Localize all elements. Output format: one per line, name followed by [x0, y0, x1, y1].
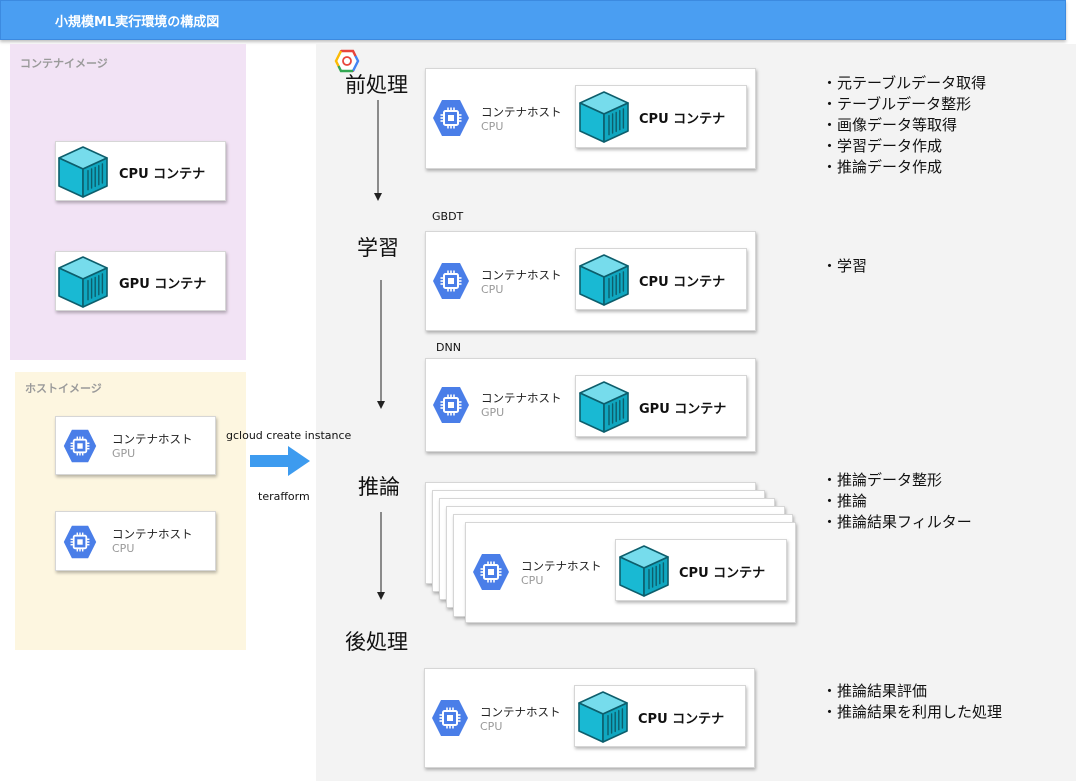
container-label: CPU コンテナ [639, 112, 726, 127]
stage-preprocess-label: 前処理 [345, 73, 408, 97]
note-item: ・推論データ整形 [822, 471, 943, 489]
inference-instance-card: コンテナホスト CPU CPU コンテナ [465, 522, 796, 623]
preprocess-notes: ・元テーブルデータ取得 ・テーブルデータ整形 ・画像データ等取得 ・学習データ作… [822, 73, 986, 178]
note-item: ・画像データ等取得 [822, 116, 958, 134]
host-sub: CPU [481, 120, 504, 133]
container-card: CPU コンテナ [575, 248, 747, 310]
host-name: コンテナホスト [481, 391, 562, 405]
container-label: CPU コンテナ [679, 566, 766, 581]
gpu-container-label: GPU コンテナ [119, 277, 207, 292]
cpu-container-label: CPU コンテナ [119, 167, 206, 182]
note-item: ・推論結果評価 [822, 682, 928, 700]
host-name: コンテナホスト [521, 559, 602, 573]
container-images-panel [10, 44, 246, 360]
flow-arrow-icon [374, 100, 382, 201]
gpu-container-image-card: GPU コンテナ [55, 251, 226, 311]
note-item: ・元テーブルデータ取得 [822, 74, 987, 92]
note-item: ・学習データ作成 [822, 137, 943, 155]
preprocess-instance-card: コンテナホスト CPU CPU コンテナ [425, 68, 756, 169]
note-item: ・推論 [822, 492, 868, 510]
title-bar [0, 0, 1066, 40]
host-images-label: ホストイメージ [25, 382, 102, 395]
host-name: コンテナホスト [112, 527, 193, 541]
gcloud-label: gcloud create instance [226, 429, 352, 442]
note-item: ・テーブルデータ整形 [822, 95, 972, 113]
flow-arrow-icon [377, 512, 385, 600]
postprocess-notes: ・推論結果評価 ・推論結果を利用した処理 [822, 681, 1002, 723]
google-cloud-logo-icon [334, 49, 360, 73]
host-sub: CPU [480, 720, 503, 733]
dnn-instance-card: コンテナホスト GPU GPU コンテナ [425, 358, 756, 452]
stage-inference-label: 推論 [358, 475, 400, 499]
deploy-arrow-icon [250, 446, 310, 476]
note-item: ・推論結果を利用した処理 [822, 703, 1003, 721]
host-name: コンテナホスト [480, 705, 561, 719]
dnn-tag: DNN [436, 341, 461, 354]
container-label: GPU コンテナ [639, 402, 727, 417]
container-label: CPU コンテナ [638, 712, 725, 727]
note-item: ・推論データ作成 [822, 158, 943, 176]
note-item: ・学習 [822, 257, 868, 275]
host-name: コンテナホスト [481, 105, 562, 119]
cpu-host-image-card: コンテナホスト CPU [55, 511, 216, 571]
container-label: CPU コンテナ [639, 275, 726, 290]
host-name: コンテナホスト [112, 432, 193, 446]
stage-postprocess-label: 後処理 [345, 630, 408, 654]
container-images-label: コンテナイメージ [20, 57, 108, 70]
host-sub: CPU [481, 283, 504, 296]
host-sub: GPU [112, 447, 136, 460]
host-name: コンテナホスト [481, 268, 562, 282]
host-sub: GPU [481, 406, 505, 419]
inference-notes: ・推論データ整形 ・推論 ・推論結果フィルター [822, 470, 972, 533]
flow-arrow-icon [377, 280, 385, 409]
terraform-label: terafform [258, 490, 310, 503]
host-sub: CPU [521, 574, 544, 587]
gpu-host-image-card: コンテナホスト GPU [55, 416, 216, 475]
stage-training-label: 学習 [357, 236, 399, 260]
gbdt-tag: GBDT [432, 210, 464, 223]
training-notes: ・学習 [822, 256, 867, 277]
container-card: GPU コンテナ [575, 375, 747, 437]
note-item: ・推論結果フィルター [822, 513, 972, 531]
postprocess-instance-card: コンテナホスト CPU CPU コンテナ [424, 668, 755, 768]
container-card: CPU コンテナ [615, 539, 787, 601]
container-card: CPU コンテナ [575, 85, 747, 148]
cpu-container-image-card: CPU コンテナ [55, 141, 226, 201]
page-title: 小規模ML実行環境の構成図 [55, 15, 220, 30]
host-sub: CPU [112, 542, 135, 555]
gbdt-instance-card: コンテナホスト CPU CPU コンテナ [425, 231, 756, 331]
container-card: CPU コンテナ [574, 685, 746, 747]
